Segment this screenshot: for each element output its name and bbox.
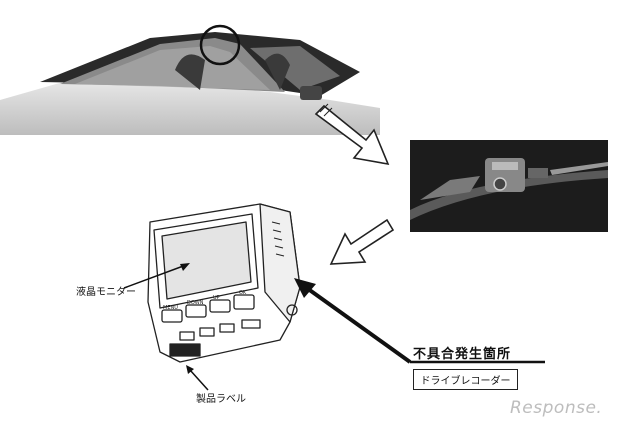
arrow-down-left-icon: [329, 218, 395, 265]
arrow-down-right-icon: [314, 103, 390, 166]
button-label-up: UP: [213, 295, 220, 301]
button-label-down: DOWN: [187, 300, 204, 306]
drive-recorder-box: ドライブレコーダー: [413, 369, 518, 390]
product-label-text: 製品ラベル: [196, 394, 246, 405]
defect-location-label: 不具合発生箇所: [413, 347, 512, 362]
installed-recorder-photo: [410, 140, 608, 232]
drive-recorder-label: ドライブレコーダー: [420, 376, 511, 387]
response-watermark: Response.: [510, 398, 603, 418]
button-label-menu: MENU: [163, 305, 178, 311]
lcd-monitor-label: 液晶モニター: [76, 287, 136, 298]
defect-pointer-arrow: [294, 278, 545, 364]
car-windshield-illustration: [0, 24, 380, 135]
dashcam-device-drawing: MENU DOWN UP OK: [147, 203, 301, 363]
lcd-monitor-leader-line: [123, 263, 190, 289]
button-label-ok: OK: [239, 290, 247, 296]
product-label-leader-line: [186, 365, 209, 391]
